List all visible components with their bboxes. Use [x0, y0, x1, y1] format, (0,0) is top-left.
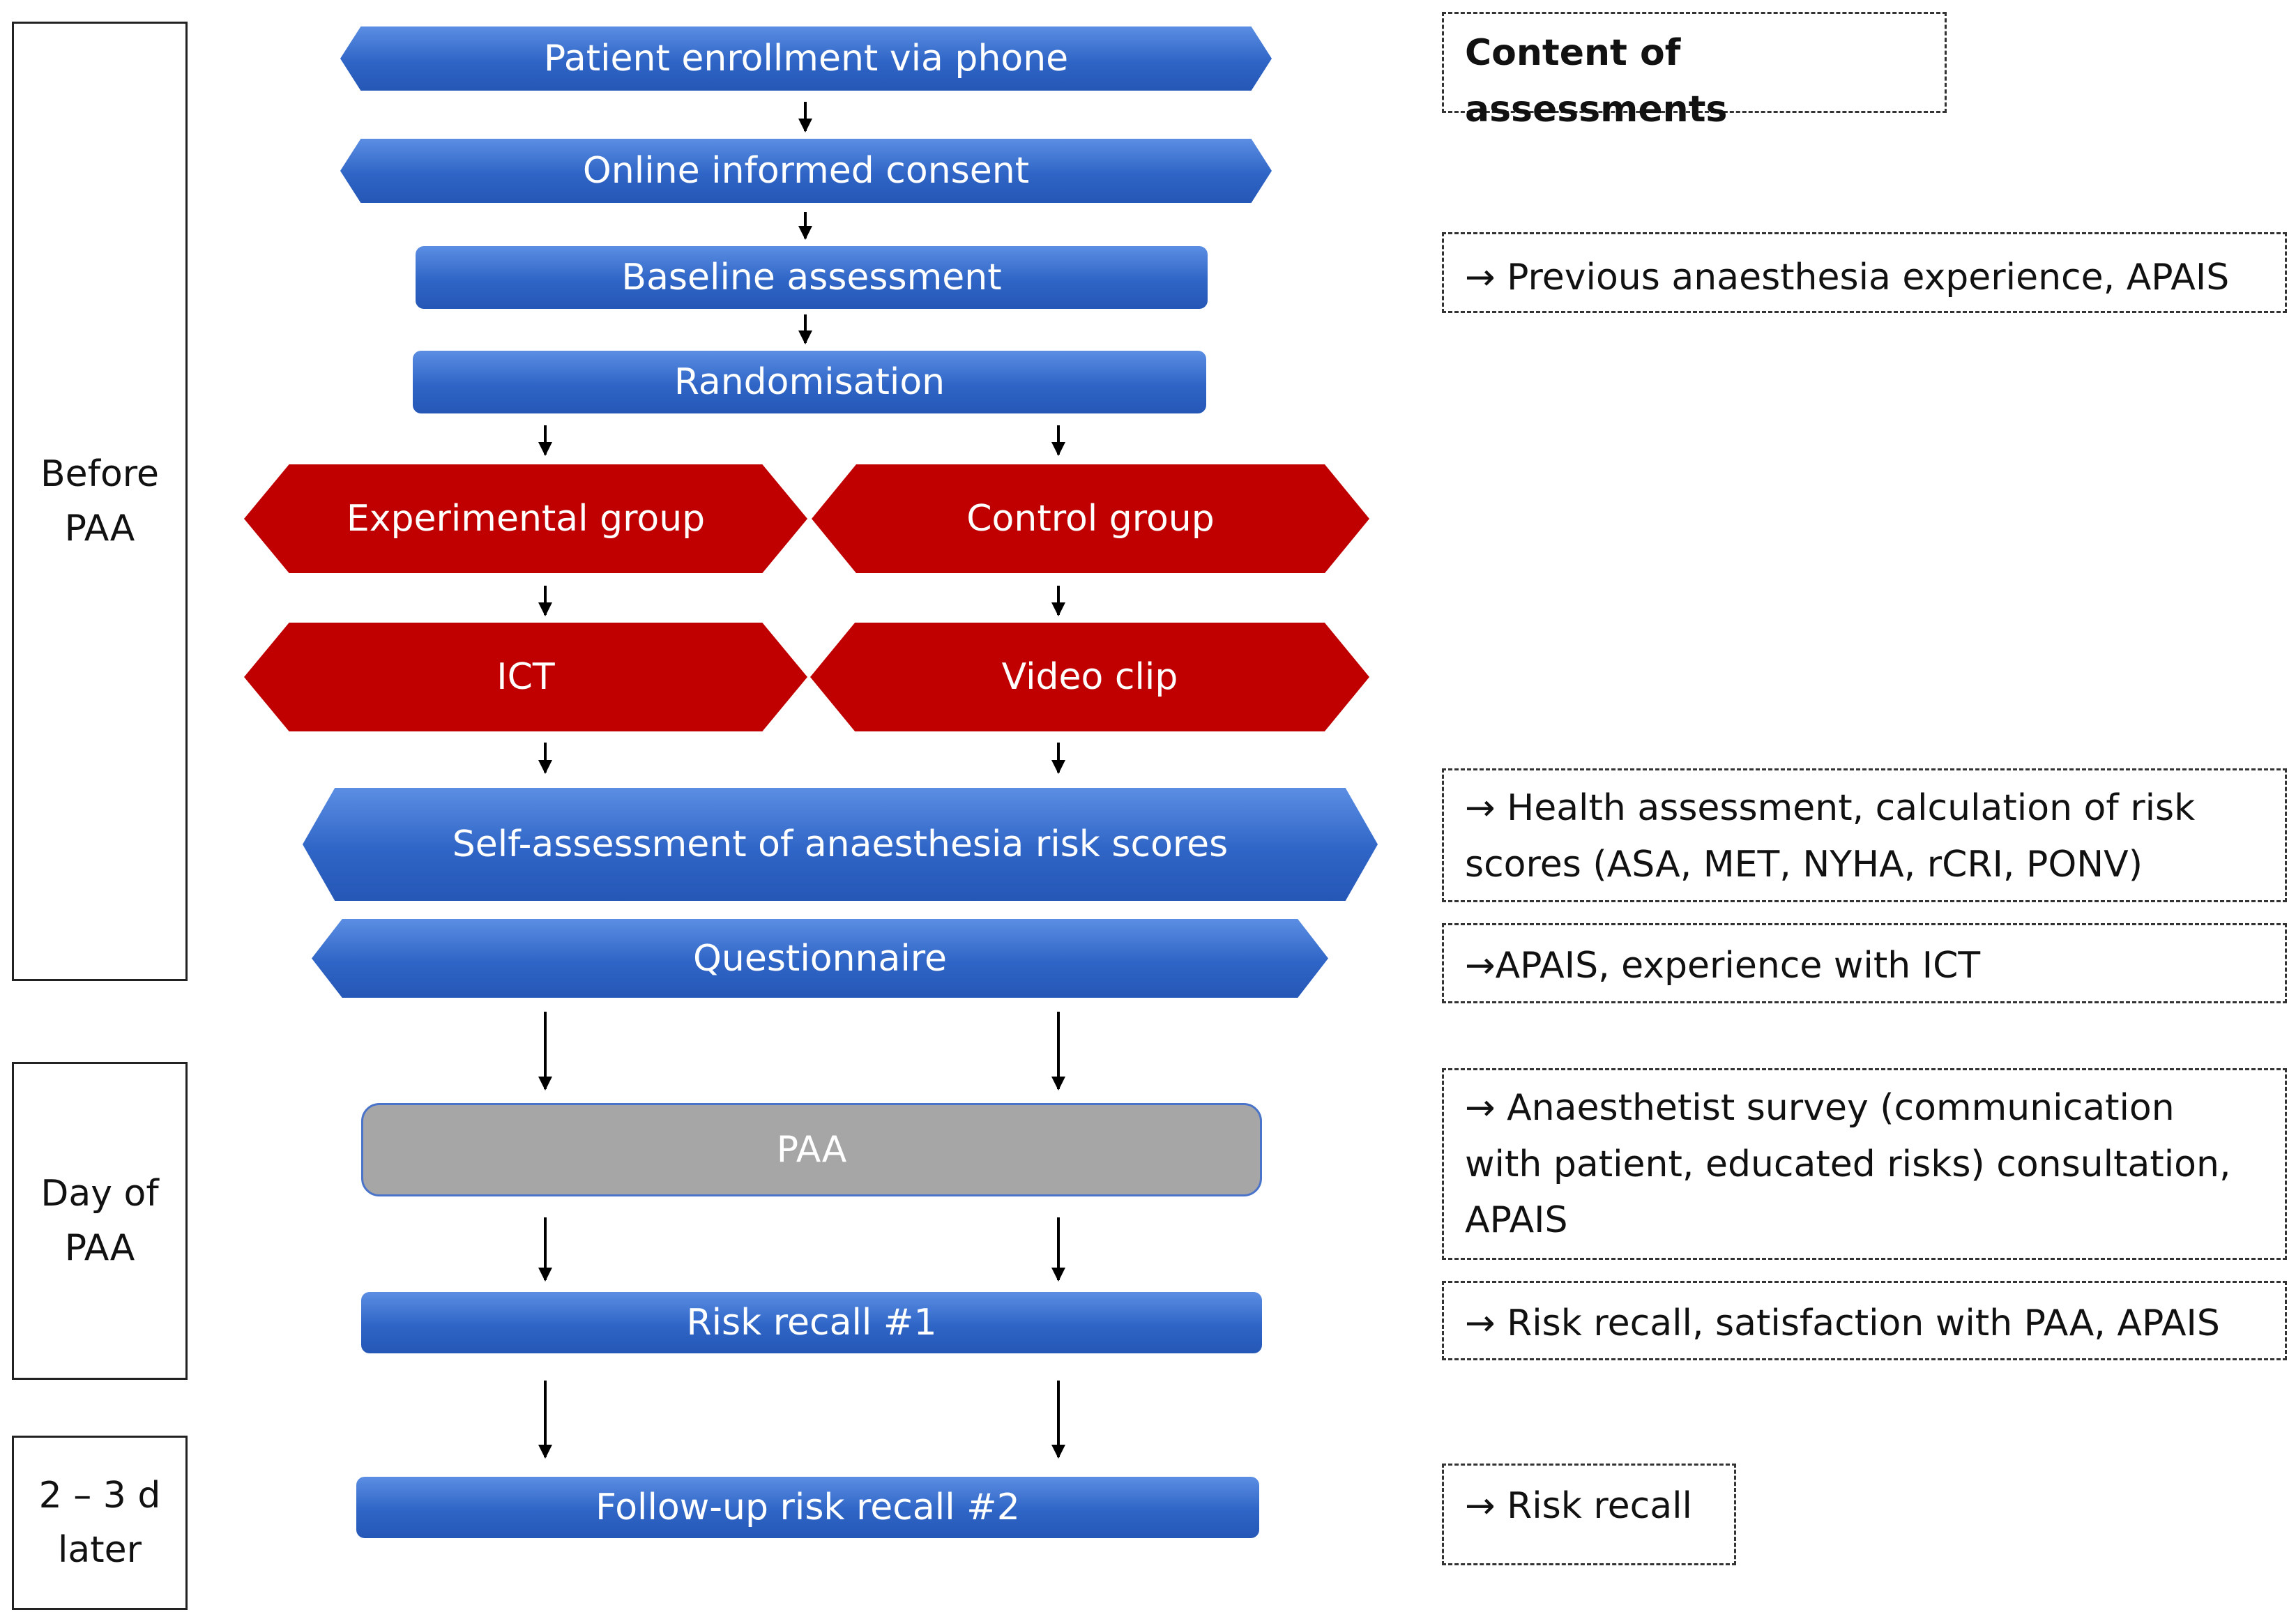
experimental-group-box: Experimental group: [244, 464, 807, 573]
note-follow-up: → Risk recall: [1442, 1464, 1736, 1565]
self-assessment-box: Self-assessment of anaesthesia risk scor…: [303, 788, 1378, 901]
consent-box: Online informed consent: [340, 139, 1272, 203]
note-paa: → Anaesthetist survey (communication wit…: [1442, 1068, 2287, 1260]
note-risk-recall-1: → Risk recall, satisfaction with PAA, AP…: [1442, 1281, 2287, 1360]
risk-recall-1-box: Risk recall #1: [361, 1292, 1262, 1353]
phase-before-paa: Before PAA: [12, 22, 188, 981]
ict-box: ICT: [244, 623, 807, 731]
follow-up-box: Follow-up risk recall #2: [356, 1477, 1259, 1538]
assessments-header: Content of assessments: [1442, 12, 1947, 130]
video-clip-box: Video clip: [810, 623, 1369, 731]
phase-day-of-paa: Day of PAA: [12, 1062, 188, 1380]
randomisation-box: Randomisation: [413, 351, 1206, 413]
control-group-box: Control group: [812, 464, 1369, 573]
questionnaire-box: Questionnaire: [312, 919, 1328, 998]
note-self-assessment: → Health assessment, calculation of risk…: [1442, 768, 2287, 902]
enrollment-box: Patient enrollment via phone: [340, 26, 1272, 91]
baseline-box: Baseline assessment: [416, 246, 1208, 309]
phase-later: 2 – 3 d later: [12, 1436, 188, 1610]
paa-box: PAA: [361, 1103, 1262, 1196]
note-baseline: → Previous anaesthesia experience, APAIS: [1442, 232, 2287, 313]
note-questionnaire: →APAIS, experience with ICT: [1442, 923, 2287, 1003]
